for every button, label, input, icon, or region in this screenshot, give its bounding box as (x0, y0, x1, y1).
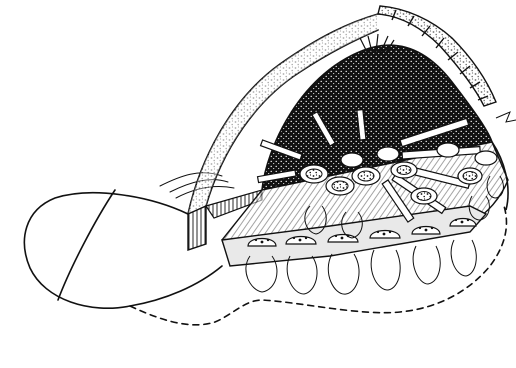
cut-wall-hatched (188, 206, 206, 250)
left-lobe-divider (58, 190, 115, 300)
tendril (496, 112, 516, 122)
